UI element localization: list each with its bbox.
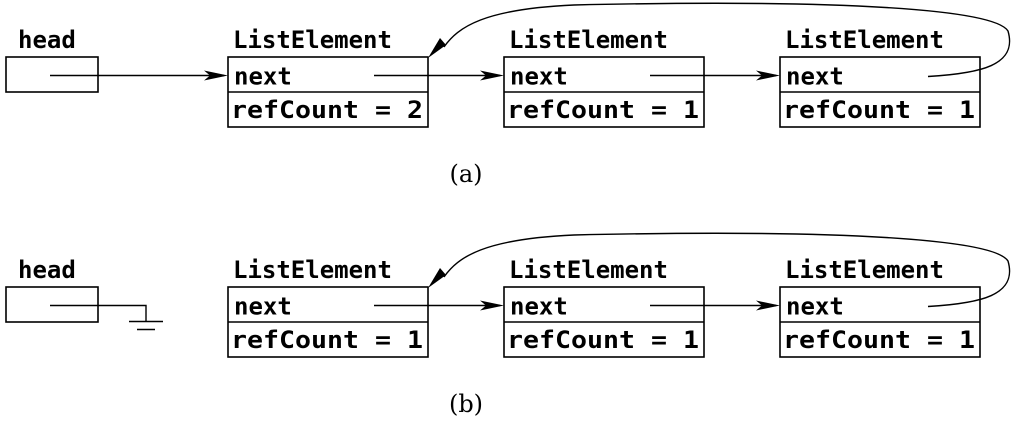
diagram-b-head-null-pointer bbox=[50, 304, 147, 322]
diagram-b-element-1-refcount-field: refCount = 1 bbox=[231, 326, 423, 354]
diagram-b-element-2-next-field: next bbox=[510, 293, 568, 321]
diagram-b-element-3-refcount-field: refCount = 1 bbox=[783, 326, 975, 354]
diagram-b-element-3-label: ListElement bbox=[785, 256, 944, 284]
diagram-b-element-2-label: ListElement bbox=[509, 256, 668, 284]
diagram-b-cycle-pointer-arrowhead bbox=[428, 268, 446, 288]
diagram-a-cycle-pointer bbox=[443, 2, 1011, 78]
diagram-a-element-3-label: ListElement bbox=[785, 26, 944, 54]
diagram-b-element-3-next-field: next bbox=[786, 293, 844, 321]
diagram-a-element-2-refcount-field: refCount = 1 bbox=[507, 96, 699, 124]
diagram-a-element-1-refcount-field: refCount = 2 bbox=[231, 96, 423, 124]
diagram-a-element-1-next-field: next bbox=[234, 63, 292, 91]
diagram-a-head-pointer-arrowhead bbox=[204, 70, 228, 81]
diagram-a-head-box bbox=[5, 56, 99, 93]
diagram-b-head-label: head bbox=[18, 256, 76, 284]
diagram-a-caption: (a) bbox=[449, 160, 482, 188]
diagram-a-element-2-next-field: next bbox=[510, 63, 568, 91]
diagram-a-next-pointer-2-arrowhead bbox=[756, 70, 780, 81]
diagram-a-element-1-label: ListElement bbox=[233, 26, 392, 54]
diagram-b-cycle-pointer bbox=[443, 232, 1011, 308]
diagram-b-element-1-next-field: next bbox=[234, 293, 292, 321]
diagram-a-next-pointer-1-arrowhead bbox=[480, 70, 504, 81]
diagram-b-head-box bbox=[5, 286, 99, 323]
diagram-a-element-2-label: ListElement bbox=[509, 26, 668, 54]
diagram-b-element-2-refcount-field: refCount = 1 bbox=[507, 326, 699, 354]
diagram-b-caption: (b) bbox=[449, 390, 483, 418]
diagram-b-next-pointer-2-arrowhead bbox=[756, 300, 780, 311]
diagram-b-next-pointer-1-arrowhead bbox=[480, 300, 504, 311]
diagram-a-element-3-next-field: next bbox=[786, 63, 844, 91]
diagram-a-cycle-pointer-arrowhead bbox=[428, 38, 446, 58]
diagram-b-element-1-label: ListElement bbox=[233, 256, 392, 284]
diagram-a-head-label: head bbox=[18, 26, 76, 54]
diagram-a-element-3-refcount-field: refCount = 1 bbox=[783, 96, 975, 124]
